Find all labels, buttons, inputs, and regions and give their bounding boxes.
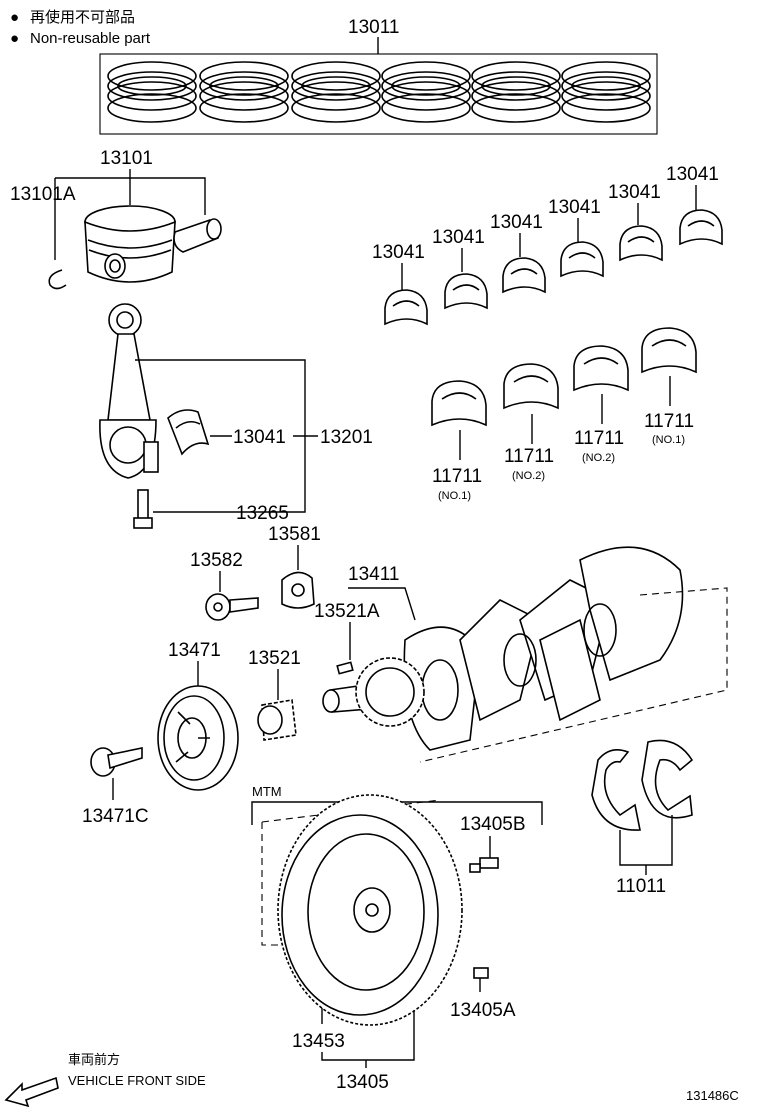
bolt-13405B-illustration[interactable] (469, 857, 499, 873)
ring-stack-4 (381, 61, 471, 123)
piston-ring-set-illustration[interactable] (107, 61, 651, 123)
piston-ring-set-group: 13011 (99, 17, 658, 135)
crankshaft-dashed-outline (419, 587, 728, 763)
legend-english-text: Non-reusable part (30, 30, 151, 47)
ring-stack-1 (107, 61, 197, 123)
front-arrow-icon (4, 1076, 59, 1108)
pin-13405A-illustration[interactable] (473, 967, 489, 979)
legend-bullet-2: ● (10, 30, 19, 47)
crankshaft-group: 13411 13521A (314, 546, 728, 763)
label-13265[interactable]: 13265 (236, 503, 289, 524)
main-bearings-group: 11711 (NO.1) 11711 (NO.2) 11711 (NO.2) 1… (431, 327, 697, 502)
sublabel-no2-b: (NO.2) (512, 470, 545, 482)
bolt-13471C-illustration[interactable] (90, 747, 143, 777)
diagram-id: 131486C (686, 1088, 739, 1103)
snap-ring-illustration[interactable] (48, 269, 67, 290)
crank-key-illustration[interactable] (336, 661, 354, 675)
label-13471[interactable]: 13471 (168, 640, 221, 661)
rod-bolt-illustration[interactable] (133, 489, 153, 529)
main-bearing-shells-illustration[interactable] (431, 327, 697, 427)
label-13101A[interactable]: 13101A (10, 184, 76, 205)
label-13011[interactable]: 13011 (348, 17, 399, 38)
piston-illustration[interactable] (84, 205, 176, 283)
flywheel-illustration[interactable] (277, 794, 463, 1026)
label-11711-c[interactable]: 11711 (574, 428, 624, 449)
thrust-washers-illustration[interactable] (591, 739, 694, 831)
label-13521[interactable]: 13521 (248, 648, 301, 669)
label-11011[interactable]: 11011 (616, 876, 666, 897)
ring-stack-6 (561, 61, 651, 123)
ring-stack-2 (199, 61, 289, 123)
label-13041-upper-3[interactable]: 13041 (490, 212, 543, 233)
thrust-washer-group: 11011 (591, 739, 694, 897)
label-11711-d[interactable]: 11711 (644, 411, 694, 432)
connecting-rod-illustration[interactable] (99, 303, 159, 479)
label-13041-upper-4[interactable]: 13041 (548, 197, 601, 218)
note-front-english: VEHICLE FRONT SIDE (68, 1073, 206, 1088)
legend-bullet-1: ● (10, 9, 19, 26)
piston-pin-illustration[interactable] (173, 218, 222, 253)
pulley-group: 13471 13521 13471C (82, 640, 301, 827)
label-13581[interactable]: 13581 (268, 524, 321, 545)
label-13041-upper-2[interactable]: 13041 (432, 227, 485, 248)
label-13041-upper-1[interactable]: 13041 (372, 242, 425, 263)
label-13101[interactable]: 13101 (100, 148, 153, 169)
crankshaft-illustration[interactable] (322, 546, 684, 751)
label-13201[interactable]: 13201 (320, 427, 373, 448)
ring-stack-3 (291, 61, 381, 123)
label-11711-b[interactable]: 11711 (504, 446, 554, 467)
label-13405A[interactable]: 13405A (450, 1000, 516, 1021)
label-13405B[interactable]: 13405B (460, 814, 526, 835)
label-13405[interactable]: 13405 (336, 1072, 389, 1093)
gear-13521-illustration[interactable] (257, 699, 297, 741)
label-13041-upper-6[interactable]: 13041 (666, 164, 719, 185)
sublabel-no1-d: (NO.1) (652, 434, 685, 446)
label-13582[interactable]: 13582 (190, 550, 243, 571)
crank-pulley-illustration[interactable] (157, 685, 239, 791)
washer-bolt-group: 13581 13582 (190, 524, 321, 621)
note-mtm: MTM (252, 784, 282, 799)
label-13453[interactable]: 13453 (292, 1031, 345, 1052)
label-13471C[interactable]: 13471C (82, 806, 149, 827)
label-13041-upper-5[interactable]: 13041 (608, 182, 661, 203)
plate-13581-illustration[interactable] (281, 571, 315, 609)
bolt-13582-illustration[interactable] (205, 593, 259, 621)
upper-bearing-shells-illustration[interactable] (384, 209, 723, 326)
sublabel-no1-a: (NO.1) (438, 490, 471, 502)
note-front-japanese: 車両前方 (68, 1052, 120, 1067)
leader-13411 (348, 587, 416, 621)
flywheel-group: MTM 13405B 13405A 13453 13405 (251, 784, 543, 1093)
legend: ● 再使用不可部品 ● Non-reusable part (10, 9, 151, 47)
label-11711-a[interactable]: 11711 (432, 466, 482, 487)
sublabel-no2-c: (NO.2) (582, 452, 615, 464)
leader-13101-bracket (55, 177, 206, 215)
crank-timing-gear-illustration[interactable] (355, 657, 425, 727)
label-13521A[interactable]: 13521A (314, 601, 380, 622)
bearing-13201-illustration[interactable] (167, 409, 210, 456)
vehicle-front-indicator: 車両前方 VEHICLE FRONT SIDE (4, 1052, 206, 1108)
upper-bearings-group: 13041 13041 13041 13041 13041 13041 (372, 164, 723, 326)
ring-stack-5 (471, 61, 561, 123)
legend-japanese-text: 再使用不可部品 (30, 9, 135, 26)
label-13041-rod[interactable]: 13041 (233, 427, 286, 448)
connecting-rod-group: 13041 13201 13265 (99, 303, 373, 529)
leader-13405-bracket (321, 1010, 415, 1061)
ring-set-frame (99, 53, 658, 135)
label-13411[interactable]: 13411 (348, 564, 399, 585)
piston-group: 13101 13101A (10, 148, 222, 290)
